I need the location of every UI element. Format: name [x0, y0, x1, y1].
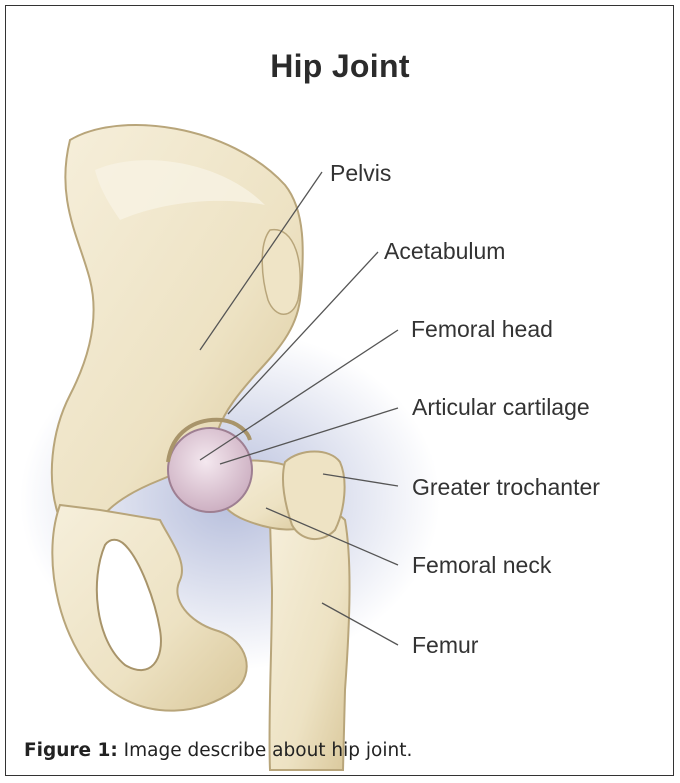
caption-prefix: Figure 1:: [24, 740, 118, 761]
femur-shaft: [269, 509, 349, 770]
femoral-head-cartilage: [168, 428, 252, 512]
label-pelvis: Pelvis: [330, 160, 391, 187]
figure-caption: Figure 1: Image describe about hip joint…: [24, 740, 412, 761]
label-femoral-head: Femoral head: [411, 316, 553, 343]
label-acetabulum: Acetabulum: [384, 238, 505, 265]
label-articular-cartilage: Articular cartilage: [412, 394, 590, 421]
label-greater-trochanter: Greater trochanter: [412, 474, 600, 501]
greater-trochanter-bone: [283, 452, 345, 540]
caption-text: Image describe about hip joint.: [118, 740, 413, 761]
label-femoral-neck: Femoral neck: [412, 552, 551, 579]
label-femur: Femur: [412, 632, 478, 659]
